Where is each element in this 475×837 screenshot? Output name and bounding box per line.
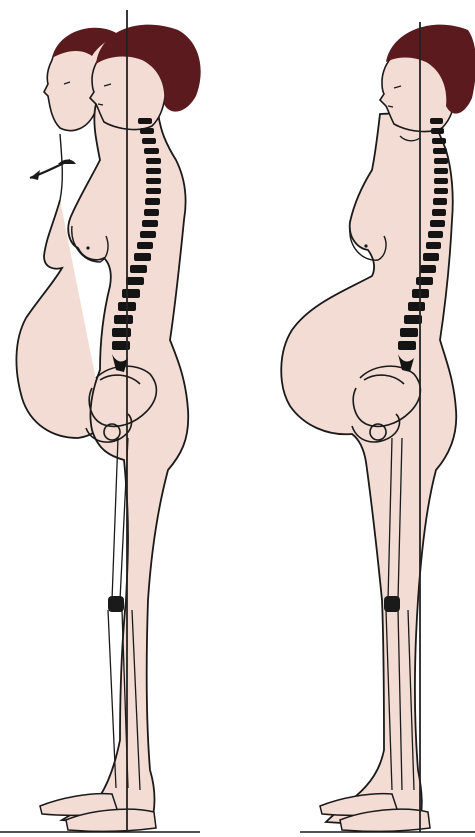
left-knee <box>108 596 124 612</box>
right-knee <box>384 596 400 612</box>
